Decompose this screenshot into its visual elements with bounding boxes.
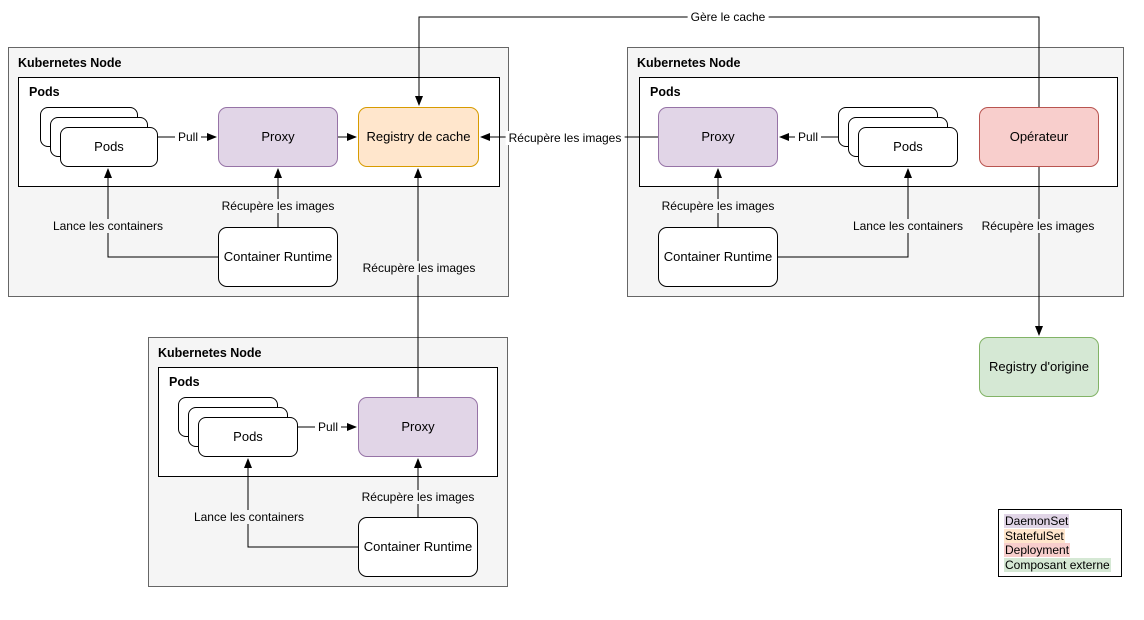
pods-group-title: Pods bbox=[169, 375, 200, 389]
legend-item: DaemonSet bbox=[1004, 514, 1070, 528]
proxy-box-top-left: Proxy bbox=[218, 107, 338, 167]
edge-label-pull: Pull bbox=[174, 130, 202, 144]
container-runtime-label: Container Runtime bbox=[663, 249, 773, 265]
edge-label-fetch-images: Récupère les images bbox=[358, 490, 478, 504]
node-title: Kubernetes Node bbox=[158, 346, 262, 360]
container-runtime-box-top-left: Container Runtime bbox=[218, 227, 338, 287]
registry-cache-box: Registry de cache bbox=[358, 107, 479, 167]
legend-item: Composant externe bbox=[1004, 557, 1111, 572]
edge-label-fetch-images: Récupère les images bbox=[218, 199, 338, 213]
pods-group-title: Pods bbox=[650, 85, 681, 99]
container-runtime-box-bottom: Container Runtime bbox=[358, 517, 478, 577]
pod-card-front: Pods bbox=[60, 127, 158, 167]
container-runtime-label: Container Runtime bbox=[223, 249, 333, 265]
registry-cache-label: Registry de cache bbox=[366, 129, 471, 145]
pod-card-front: Pods bbox=[858, 127, 958, 167]
pod-label: Pods bbox=[94, 139, 124, 155]
proxy-label: Proxy bbox=[701, 129, 735, 145]
edge-label-pull: Pull bbox=[314, 420, 342, 434]
proxy-box-top-right: Proxy bbox=[658, 107, 778, 167]
edge-label-launch-containers: Lance les containers bbox=[49, 219, 167, 233]
edge-label-launch-containers: Lance les containers bbox=[190, 510, 308, 524]
pod-label: Pods bbox=[233, 429, 263, 445]
proxy-label: Proxy bbox=[261, 129, 295, 145]
node-title: Kubernetes Node bbox=[18, 56, 122, 70]
registry-origin-box: Registry d'origine bbox=[979, 337, 1099, 397]
edge-label-fetch-images: Récupère les images bbox=[505, 131, 625, 145]
pods-group-title: Pods bbox=[29, 85, 60, 99]
registry-origin-label: Registry d'origine bbox=[988, 359, 1090, 375]
pod-card-front: Pods bbox=[198, 417, 298, 457]
operator-label: Opérateur bbox=[1009, 129, 1069, 145]
edge-label-fetch-images: Récupère les images bbox=[359, 261, 479, 275]
operator-box: Opérateur bbox=[979, 107, 1099, 167]
edge-label-fetch-images: Récupère les images bbox=[978, 219, 1098, 233]
edge-label-pull: Pull bbox=[794, 130, 822, 144]
proxy-box-bottom: Proxy bbox=[358, 397, 478, 457]
proxy-label: Proxy bbox=[401, 419, 435, 435]
legend-item: Deployment bbox=[1004, 543, 1071, 557]
legend-item: StatefulSet bbox=[1004, 528, 1065, 543]
container-runtime-box-top-right: Container Runtime bbox=[658, 227, 778, 287]
container-runtime-label: Container Runtime bbox=[363, 539, 473, 555]
edge-label-fetch-images: Récupère les images bbox=[658, 199, 778, 213]
node-title: Kubernetes Node bbox=[637, 56, 741, 70]
edge-label-manage-cache: Gère le cache bbox=[687, 10, 769, 24]
edge-label-launch-containers: Lance les containers bbox=[849, 219, 967, 233]
pod-label: Pods bbox=[893, 139, 923, 155]
